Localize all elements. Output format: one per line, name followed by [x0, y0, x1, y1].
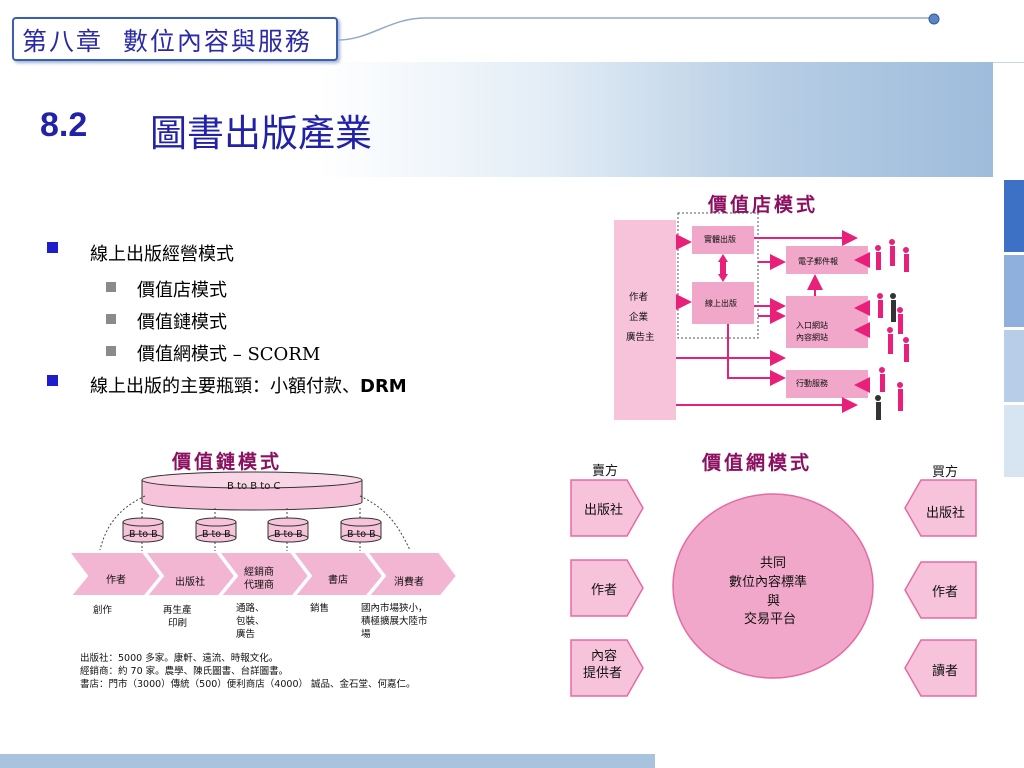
value-chain-activity-channel: 通路、 — [236, 603, 265, 614]
value-chain-diagram — [67, 471, 459, 595]
value-net-left-publisher: 出版社 — [584, 503, 624, 518]
value-shop-box-portal: 入口網站 — [796, 321, 828, 330]
value-chain-stage-author: 作者 — [106, 575, 126, 586]
sub-bullet-value-shop: 價值店模式 — [137, 280, 227, 301]
value-shop-box-print: 實體出版 — [704, 235, 736, 244]
value-net-right-author: 作者 — [932, 585, 959, 600]
value-chain-activity-sales: 銷售 — [310, 603, 330, 614]
value-shop-box-enews: 電子郵件報 — [798, 257, 838, 266]
right-side-tabs — [1004, 180, 1024, 480]
sub-bullet-square-icon — [106, 346, 116, 356]
value-shop-title: 價值店模式 — [708, 194, 819, 216]
value-chain-stage-agent: 代理商 — [244, 580, 274, 591]
value-chain-btob-1: B to B — [129, 529, 158, 540]
bullet-item-bottleneck: 線上出版的主要瓶頸：小額付款、DRM — [90, 376, 407, 397]
header-band — [0, 62, 993, 177]
value-net-center-4: 交易平台 — [744, 612, 797, 627]
value-net-left-author: 作者 — [591, 583, 618, 598]
value-shop-diagram — [614, 212, 909, 420]
header-divider — [993, 62, 1024, 63]
value-chain-activity-market-3: 場 — [361, 629, 371, 640]
value-chain-activity-packaging: 包裝、 — [236, 616, 265, 627]
value-chain-activity-reproduce: 再生產 — [163, 605, 192, 616]
sub-bullet-square-icon — [106, 282, 116, 292]
sub-bullet-value-net: 價值網模式 – SCORM — [137, 344, 321, 365]
value-net-diagram — [570, 479, 977, 697]
value-shop-left-company: 企業 — [629, 312, 649, 323]
value-chain-stage-distributor: 經銷商 — [244, 567, 274, 578]
value-chain-stage-consumer: 消費者 — [394, 577, 424, 588]
value-net-left-content-2: 提供者 — [583, 666, 623, 681]
value-shop-box-online: 線上出版 — [705, 299, 737, 308]
value-chain-note-bookstore: 書店：門市（3000）傳統（500）便利商店（4000） 誠品、金石堂、何嘉仁。 — [80, 679, 416, 690]
value-chain-title: 價值鏈模式 — [172, 451, 283, 473]
bullet-square-icon — [47, 375, 58, 386]
value-net-left-content-1: 內容 — [591, 649, 618, 664]
value-net-buyer-label: 買方 — [932, 465, 959, 480]
value-chain-activity-create: 創作 — [93, 605, 113, 616]
page-title: 圖書出版產業 — [150, 112, 372, 155]
value-net-right-reader: 讀者 — [932, 664, 959, 679]
value-net-center-1: 共同 — [760, 556, 787, 571]
header-swoosh — [337, 13, 940, 41]
value-chain-activity-print: 印刷 — [168, 618, 188, 629]
value-chain-btob-4: B to B — [347, 529, 376, 540]
value-chain-top-label: B to B to C — [227, 481, 281, 492]
value-net-right-publisher: 出版社 — [926, 506, 966, 521]
section-number: 8.2 — [40, 106, 88, 144]
value-shop-left-author: 作者 — [629, 292, 649, 303]
value-shop-box-content: 內容網站 — [796, 333, 828, 342]
value-net-center-3: 與 — [767, 594, 781, 609]
value-chain-note-publisher: 出版社：5000 多家。康軒、遠流、時報文化。 — [80, 653, 279, 664]
value-shop-box-mobile: 行動服務 — [796, 379, 828, 388]
value-chain-btob-3: B to B — [274, 529, 303, 540]
value-chain-note-distributor: 經銷商：約 70 家。農學、陳氏圖書、台詳圖書。 — [80, 666, 289, 677]
value-chain-activity-ads: 廣告 — [236, 629, 256, 640]
footer-bar — [0, 754, 655, 768]
sub-bullet-value-chain: 價值鏈模式 — [137, 312, 227, 333]
value-chain-activity-market-1: 國內市場狹小， — [361, 603, 428, 614]
bullet-square-icon — [47, 242, 58, 253]
value-chain-btob-2: B to B — [202, 529, 231, 540]
value-chain-stage-bookstore: 書店 — [328, 575, 348, 586]
value-shop-left-advertiser: 廣告主 — [626, 332, 655, 343]
chapter-label: 第八章 數位內容與服務 — [22, 27, 312, 56]
chapter-tab — [12, 17, 338, 61]
value-chain-stage-publisher: 出版社 — [175, 577, 205, 588]
bullet-item-online-publishing: 線上出版經營模式 — [90, 244, 234, 265]
value-net-center-2: 數位內容標準 — [729, 575, 808, 590]
value-chain-activity-market-2: 積極擴展大陸市 — [361, 616, 428, 627]
value-net-title: 價值網模式 — [702, 452, 813, 474]
sub-bullet-square-icon — [106, 314, 116, 324]
value-net-seller-label: 賣方 — [592, 464, 619, 479]
